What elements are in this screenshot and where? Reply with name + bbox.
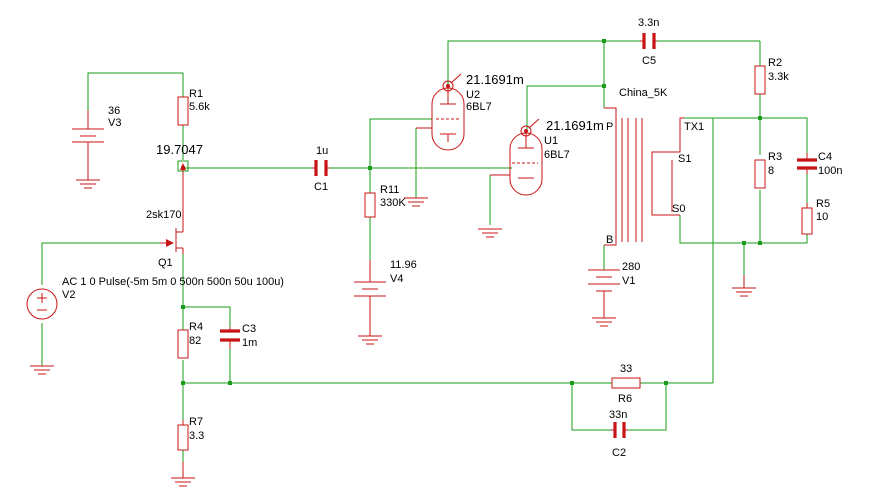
ground-icon [478,228,502,238]
jfet-q1[interactable]: 2sk170 Q1 [146,168,184,269]
q1-ref: Q1 [158,257,173,269]
c3-ref: C3 [242,323,256,335]
resistor-r11[interactable]: R11 330K [364,184,406,218]
capacitor-c2[interactable]: 33n C2 [609,409,628,459]
v1-ref: V1 [622,275,635,287]
r4-value: 82 [189,335,201,347]
v3-ref: V3 [108,117,121,129]
capacitor-c3[interactable]: C3 1m [220,323,257,349]
vacuum-tube-u1[interactable]: 21.1691m U1 6BL7 [478,118,604,238]
probe-u1[interactable]: 21.1691m [520,118,604,137]
transformer-tx1[interactable]: China_5K TX1 P B S1 S0 [604,87,704,246]
r3-ref: R3 [768,151,782,163]
r7-value: 3.3 [189,430,204,442]
resistor-r2[interactable]: R2 3.3k [754,57,789,95]
ground-icon [404,197,428,207]
r5-value: 10 [816,211,828,223]
c3-value: 1m [242,337,257,349]
resistor-r4[interactable]: R4 82 [177,321,203,359]
r2-value: 3.3k [768,71,789,83]
v2-value: AC 1 0 Pulse(-5m 5m 0 500n 500n 50u 100u… [62,276,284,288]
q1-value: 2sk170 [146,209,181,221]
r1-value: 5.6k [189,101,210,113]
c5-value: 3.3n [638,17,659,29]
u2-ref: U2 [466,89,480,101]
tx1-pin-s0: S0 [672,203,685,215]
wires [41,40,808,462]
battery-v1[interactable]: 280 V1 [588,261,640,327]
c2-value: 33n [609,409,627,421]
c2-ref: C2 [612,447,626,459]
probe-u2-value: 21.1691m [466,72,524,87]
resistor-r3[interactable]: R3 8 [754,151,782,189]
ground-icon [592,317,616,327]
r11-ref: R11 [380,184,399,196]
ground-icon [171,462,195,487]
c4-value: 100n [818,165,842,177]
tx1-model: China_5K [619,87,668,99]
ground-icon [358,335,382,345]
u2-value: 6BL7 [466,101,492,113]
ground-icon [732,275,756,297]
ground-icon [76,179,100,189]
r11-value: 330K [380,197,406,209]
resistor-r1[interactable]: R1 5.6k [177,88,210,126]
vacuum-tube-u2[interactable]: 21.1691m U2 6BL7 [404,72,524,207]
u1-ref: U1 [544,135,558,147]
r1-ref: R1 [189,88,203,100]
battery-v3[interactable]: 36 V3 [72,105,121,189]
ground-icon [30,365,54,375]
capacitor-c5[interactable]: 3.3n C5 [638,17,659,67]
c4-ref: C4 [818,151,832,163]
tx1-pin-s1: S1 [678,153,691,165]
probe-u1-value: 21.1691m [546,118,604,133]
r7-ref: R7 [189,416,203,428]
capacitor-c1[interactable]: 1u C1 [312,145,330,193]
v4-ref: V4 [390,273,403,285]
u1-value: 6BL7 [544,149,570,161]
v4-value: 11.96 [390,259,417,271]
probe-q1-collector[interactable]: 19.7047 [156,142,203,172]
tx1-ref: TX1 [684,121,704,133]
resistor-r7[interactable]: R7 3.3 [171,416,204,487]
probe-u2[interactable]: 21.1691m [442,72,524,92]
resistor-r5[interactable]: R5 10 [801,198,830,235]
tx1-pin-p: P [606,121,613,133]
resistor-r6[interactable]: 33 R6 [611,363,641,405]
probe-q1-collector-value: 19.7047 [156,142,203,157]
c1-ref: C1 [314,181,328,193]
tx1-pin-b: B [606,234,613,246]
v3-value: 36 [108,105,120,117]
v1-value: 280 [622,261,640,273]
capacitor-c4[interactable]: C4 100n [797,151,842,177]
signal-source-v2[interactable]: AC 1 0 Pulse(-5m 5m 0 500n 500n 50u 100u… [26,276,284,375]
r5-ref: R5 [816,198,830,210]
c5-ref: C5 [642,55,656,67]
r3-value: 8 [768,165,774,177]
r2-ref: R2 [768,57,782,69]
battery-v4[interactable]: 11.96 V4 [354,259,417,345]
r4-ref: R4 [189,321,203,333]
c1-value: 1u [316,145,328,157]
r6-ref: R6 [618,393,632,405]
r6-value: 33 [620,363,632,375]
v2-ref: V2 [62,289,75,301]
